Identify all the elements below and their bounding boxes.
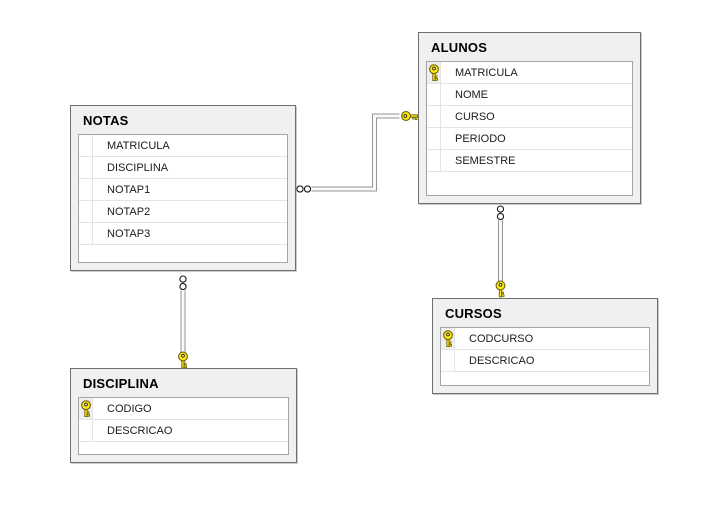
column-row[interactable]: MATRICULA (79, 135, 287, 157)
column-name: NOME (455, 88, 488, 101)
key-icon (401, 111, 418, 121)
infinity-icon (296, 185, 312, 193)
column-row[interactable]: DISCIPLINA (79, 157, 287, 179)
column-name: CODCURSO (469, 332, 534, 345)
row-selector-cell (79, 420, 93, 441)
column-row[interactable]: PERIODO (427, 128, 632, 150)
key-icon (80, 400, 91, 417)
row-selector-cell (79, 135, 93, 156)
table-title[interactable]: NOTAS (83, 113, 129, 128)
column-grid: CODIGO DESCRICAO (78, 397, 289, 455)
row-selector-cell (427, 62, 441, 83)
table-alunos[interactable]: ALUNOS MATRICULA NOME CURSO PERIODO SEME… (418, 32, 641, 204)
column-name: DISCIPLINA (107, 161, 169, 174)
row-selector-cell (441, 328, 455, 349)
column-name: DESCRICAO (107, 424, 173, 437)
column-row[interactable]: NOTAP2 (79, 201, 287, 223)
row-selector-cell (79, 179, 93, 200)
column-row[interactable]: NOME (427, 84, 632, 106)
row-selector-cell (79, 201, 93, 222)
column-row[interactable]: SEMESTRE (427, 150, 632, 172)
column-name: NOTAP2 (107, 205, 151, 218)
column-name: DESCRICAO (469, 354, 535, 367)
key-icon (495, 280, 506, 298)
table-title[interactable]: ALUNOS (431, 40, 488, 55)
column-row[interactable]: DESCRICAO (79, 420, 288, 442)
table-disciplina[interactable]: DISCIPLINA CODIGO DESCRICAO (70, 368, 297, 463)
relationship-alunos-cursos[interactable] (493, 204, 509, 299)
row-selector-cell (79, 223, 93, 244)
infinity-icon (179, 275, 187, 291)
key-icon (428, 64, 439, 81)
row-selector-cell (427, 150, 441, 171)
key-icon (442, 330, 453, 347)
row-selector-cell (427, 128, 441, 149)
column-grid: MATRICULA DISCIPLINA NOTAP1 NOTAP2 NOTAP… (78, 134, 288, 263)
column-row[interactable]: CODIGO (79, 398, 288, 420)
column-row[interactable]: CODCURSO (441, 328, 649, 350)
row-selector-cell (427, 106, 441, 127)
table-notas[interactable]: NOTAS MATRICULA DISCIPLINA NOTAP1 NOTAP2… (70, 105, 296, 271)
relationship-notas-alunos[interactable] (296, 105, 420, 197)
relationship-notas-disciplina[interactable] (175, 271, 191, 369)
column-row[interactable]: MATRICULA (427, 62, 632, 84)
column-name: NOTAP3 (107, 227, 151, 240)
table-title[interactable]: DISCIPLINA (83, 376, 159, 391)
row-selector-cell (427, 84, 441, 105)
column-name: MATRICULA (107, 139, 170, 152)
table-cursos[interactable]: CURSOS CODCURSO DESCRICAO (432, 298, 658, 394)
column-name: NOTAP1 (107, 183, 151, 196)
column-row[interactable]: DESCRICAO (441, 350, 649, 372)
row-selector-cell (79, 157, 93, 178)
column-grid: MATRICULA NOME CURSO PERIODO SEMESTRE (426, 61, 633, 196)
key-icon (178, 351, 188, 369)
table-title[interactable]: CURSOS (445, 306, 502, 321)
column-name: CURSO (455, 110, 495, 123)
column-name: SEMESTRE (455, 154, 516, 167)
column-name: CODIGO (107, 402, 152, 415)
column-row[interactable]: NOTAP1 (79, 179, 287, 201)
column-grid: CODCURSO DESCRICAO (440, 327, 650, 386)
column-row[interactable]: CURSO (427, 106, 632, 128)
column-row[interactable]: NOTAP3 (79, 223, 287, 245)
column-name: MATRICULA (455, 66, 518, 79)
row-selector-cell (79, 398, 93, 419)
column-name: PERIODO (455, 132, 506, 145)
row-selector-cell (441, 350, 455, 371)
infinity-icon (496, 205, 505, 221)
